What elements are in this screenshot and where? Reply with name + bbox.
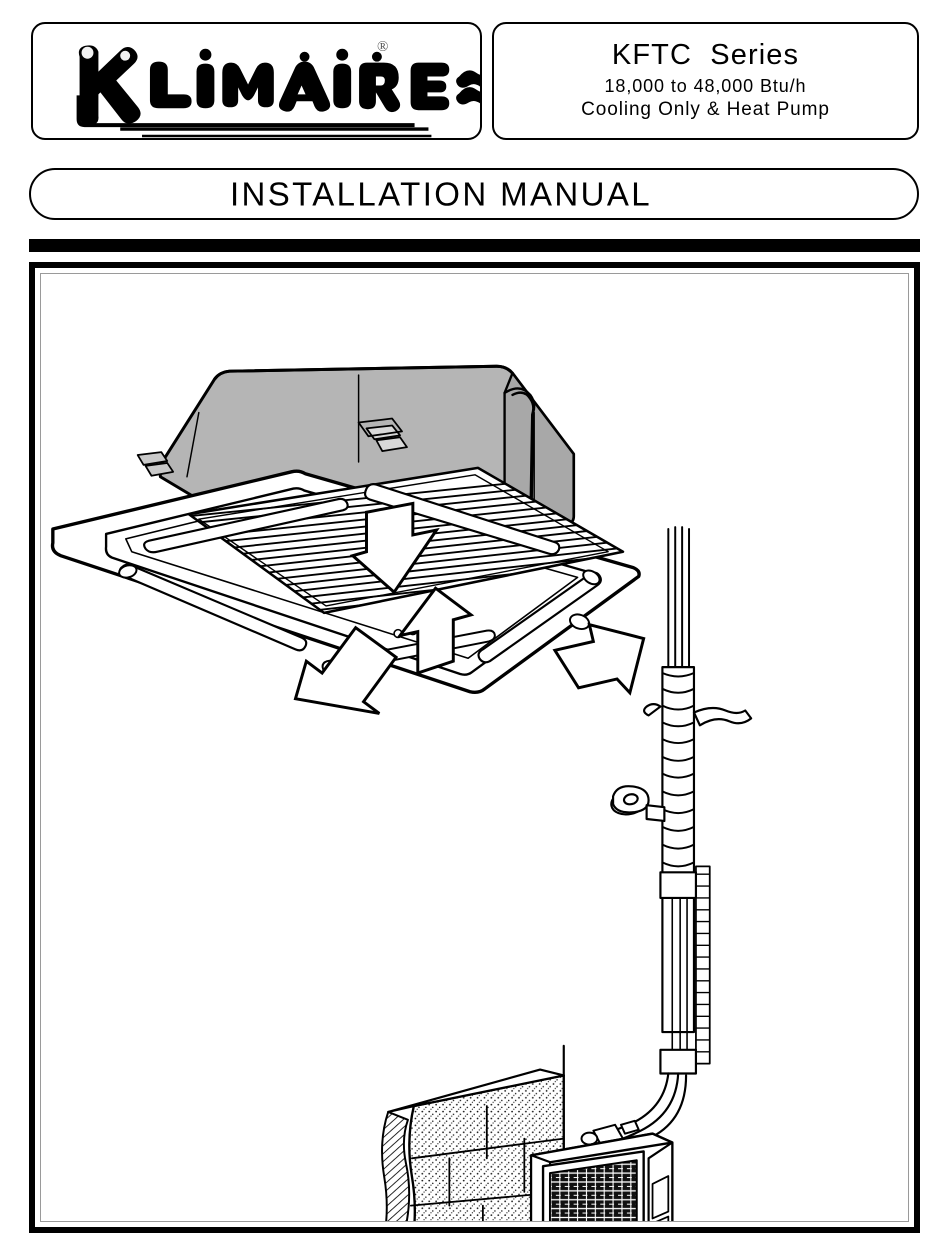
masonry-wall bbox=[381, 1044, 565, 1221]
drain-pipe-loop bbox=[503, 387, 536, 531]
airflow-arrow-right bbox=[552, 622, 646, 696]
outdoor-condensing-unit bbox=[529, 1132, 674, 1221]
airflow-arrow-up bbox=[396, 586, 475, 676]
capacity-range: 18,000 to 48,000 Btu/h bbox=[604, 75, 807, 96]
illustration-frame-inner bbox=[40, 273, 909, 1222]
outdoor-unit-coil-grille bbox=[541, 1150, 645, 1221]
system-installation-illustration bbox=[50, 364, 753, 1221]
supply-air-louver bbox=[118, 483, 602, 664]
airflow-arrow-down bbox=[349, 501, 440, 595]
ceiling-cassette-indoor-unit bbox=[50, 364, 646, 715]
brand-logo-box: ® bbox=[31, 22, 482, 140]
system-types: Cooling Only & Heat Pump bbox=[581, 99, 830, 121]
header-divider-bar bbox=[29, 239, 920, 252]
series-title: KFTC Series bbox=[611, 39, 800, 72]
manual-title-box: INSTALLATION MANUAL bbox=[29, 168, 919, 220]
klimaire-logo bbox=[76, 45, 480, 138]
registered-trademark-icon: ® bbox=[377, 39, 389, 55]
pipe-clamp bbox=[643, 703, 753, 727]
illustration-frame bbox=[29, 262, 920, 1233]
airflow-arrow-left bbox=[293, 625, 399, 715]
insulation-tape-roll bbox=[610, 785, 666, 823]
series-info-box: KFTC Series 18,000 to 48,000 Btu/h Cooli… bbox=[492, 22, 919, 140]
refrigerant-line-set bbox=[580, 526, 753, 1147]
manual-title: INSTALLATION MANUAL bbox=[229, 175, 653, 213]
